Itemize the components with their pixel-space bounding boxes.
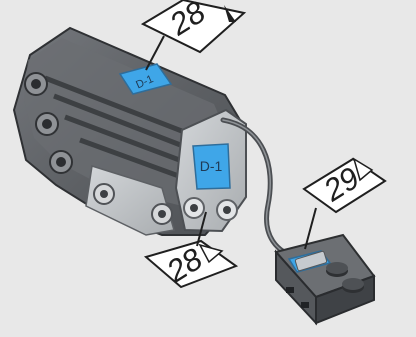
callout-top: 28 — [140, 0, 247, 71]
callout-bottom-line — [196, 211, 207, 247]
callout-right-fold — [352, 157, 374, 182]
connector-port — [294, 250, 328, 272]
tag-side-label: D-1 — [200, 158, 223, 174]
tag-top-shape — [118, 63, 173, 95]
motor-tag-top: D-1 — [118, 63, 173, 95]
brick-stud-top — [326, 262, 348, 274]
callout-top-card — [140, 0, 247, 54]
motor-tag-side: D-1 — [192, 143, 231, 190]
callout-top-corner — [224, 5, 236, 22]
brick-stud-top — [342, 278, 364, 290]
connector-brick — [274, 233, 376, 326]
cable-highlight — [222, 119, 303, 259]
brick-hole — [301, 302, 309, 308]
end-cap-hole-center — [190, 204, 198, 212]
tag-side-shape — [192, 143, 231, 190]
pin-hole-center — [56, 157, 66, 167]
end-cap-hole-center — [223, 206, 231, 214]
callout-right: 29 — [302, 157, 387, 250]
pin-hole-center — [42, 119, 52, 129]
callout-right-line — [304, 207, 317, 250]
callout-top-line — [145, 35, 165, 71]
pin-hole-center — [31, 79, 41, 89]
callout-bottom-fold — [198, 243, 224, 264]
motor-bottom-hole-center — [100, 190, 108, 198]
brick-hole — [286, 287, 294, 293]
motor-bottom-hole-center — [158, 210, 166, 218]
